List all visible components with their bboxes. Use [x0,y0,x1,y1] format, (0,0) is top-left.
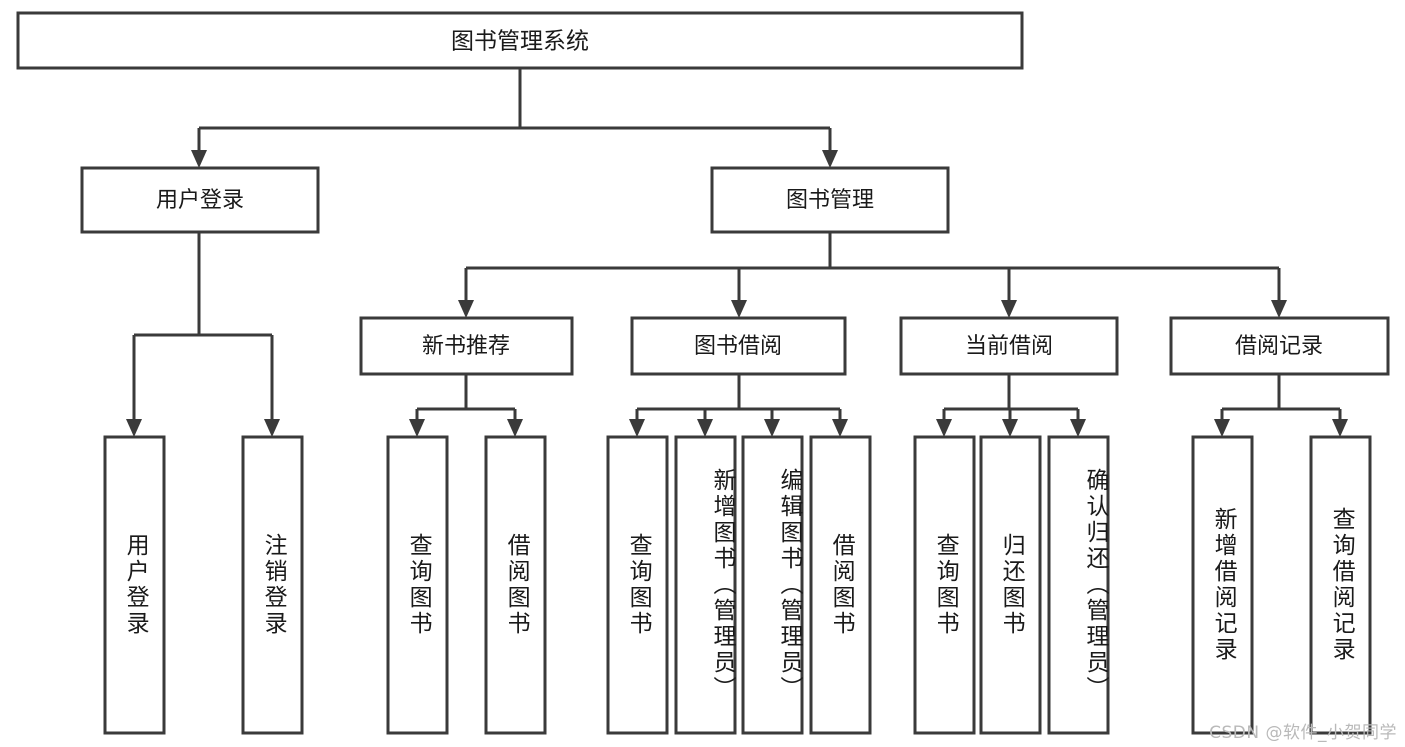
arrowhead-new-book-recommend [458,300,474,318]
arrowhead-user-login [191,150,207,168]
leaf-nb-query-book-rect[interactable] [386,435,449,735]
node-book-borrow[interactable]: 图书借阅 [630,316,847,376]
arrowhead-br-query-record [1332,419,1348,437]
node-root[interactable]: 图书管理系统 [16,11,1024,70]
node-borrow-records[interactable]: 借阅记录 [1169,316,1390,376]
node-book-management-rect[interactable] [710,166,950,234]
connector-layer [126,68,1348,437]
leaf-user-logout-rect[interactable] [241,435,304,735]
leaf-bb-edit-book-rect[interactable] [741,435,804,735]
node-new-book-recommend[interactable]: 新书推荐 [359,316,574,376]
arrowhead-cb-query-book [936,419,952,437]
arrowhead-bb-add-book [697,419,713,437]
node-current-borrow-rect[interactable] [899,316,1119,376]
leaf-nb-borrow-book-rect[interactable] [484,435,547,735]
arrowhead-book-borrow [731,300,747,318]
node-book-borrow-label: 图书借阅 [694,334,782,359]
node-layer: 图书管理系统 用户登录 图书管理 新书推荐 图书借阅 [16,11,1390,735]
arrowhead-cb-confirm-return [1070,419,1086,437]
node-current-borrow[interactable]: 当前借阅 [899,316,1119,376]
node-book-borrow-rect[interactable] [630,316,847,376]
leaf-br-add-record-rect[interactable] [1191,435,1254,735]
arrowhead-br-add-record [1214,419,1230,437]
node-borrow-records-rect[interactable] [1169,316,1390,376]
leaf-bb-borrow-book-rect[interactable] [809,435,872,735]
leaf-cb-query-book-rect[interactable] [913,435,976,735]
arrowhead-bb-query-book [629,419,645,437]
node-current-borrow-label: 当前借阅 [965,334,1053,359]
leaf-cb-return-book-rect[interactable] [979,435,1042,735]
node-user-login-label: 用户登录 [156,188,244,213]
node-book-management-label: 图书管理 [786,188,874,213]
arrowhead-borrow-records [1271,300,1287,318]
node-new-book-recommend-label: 新书推荐 [422,334,510,359]
arrowhead-nb-borrow-book [507,419,523,437]
node-borrow-records-label: 借阅记录 [1235,334,1323,359]
leaf-br-query-record-rect[interactable] [1309,435,1372,735]
arrowhead-nb-query-book [409,419,425,437]
leaf-user-login-rect[interactable] [103,435,166,735]
leaf-cb-confirm-return-rect[interactable] [1047,435,1110,735]
arrowhead-current-borrow [1001,300,1017,318]
leaf-bb-query-book-rect[interactable] [606,435,669,735]
node-book-management[interactable]: 图书管理 [710,166,950,234]
arrowhead-leaf-user-logout [264,419,280,437]
arrowhead-book-management [822,150,838,168]
arrowhead-leaf-user-login [126,419,142,437]
leaf-bb-add-book-rect[interactable] [674,435,737,735]
node-user-login[interactable]: 用户登录 [80,166,320,234]
node-root-label: 图书管理系统 [451,29,589,55]
node-new-book-recommend-rect[interactable] [359,316,574,376]
arrowhead-bb-edit-book [764,419,780,437]
csdn-watermark: CSDN @软件_小贺同学 [1209,723,1397,743]
arrowhead-bb-borrow-book [832,419,848,437]
node-root-rect[interactable] [16,11,1024,70]
arrowhead-cb-return-book [1002,419,1018,437]
node-user-login-rect[interactable] [80,166,320,234]
